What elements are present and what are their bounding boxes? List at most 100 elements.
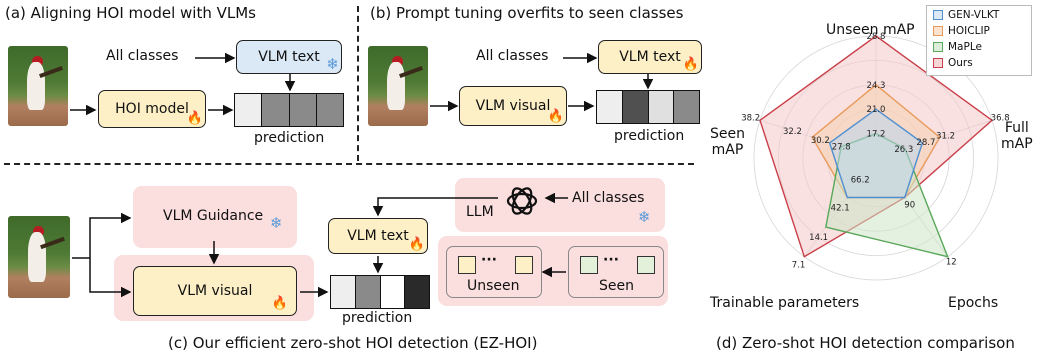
legend-label: Ours [948,56,973,69]
axis-label-seen-line1: Seen [710,126,745,142]
unseen-dots: ··· [481,252,497,268]
seen-label: Seen [599,278,634,294]
panel-a-title: (a) Aligning HOI model with VLMs [5,4,256,22]
series-polygon-gen-vlkt [828,108,924,199]
legend-label: HOICLIP [948,24,990,37]
snowflake-icon: ❄ [326,55,339,73]
snowflake-icon: ❄ [638,208,651,226]
legend-swatch [933,41,943,52]
vertical-divider [357,6,359,161]
legend-swatch [933,25,943,36]
openai-logo-icon [506,187,538,215]
vlm-text-box-c: VLM text 🔥 [328,218,428,254]
legend-swatch [933,9,943,20]
horizontal-divider [4,163,694,165]
axis-label-unseen: Unseen mAP [826,22,915,38]
flame-icon: 🔥 [547,109,564,124]
prediction-label-a: prediction [254,130,325,146]
baseball-photo-b [368,46,428,126]
tick-label: 14.1 [809,233,828,243]
flame-icon: 🔥 [408,237,425,252]
tick-label: 36.8 [991,114,1010,124]
seen-group: ··· Seen [568,246,664,298]
pred-cell [289,94,317,126]
axis-label-full-line2: mAP [1001,136,1033,152]
snowflake-icon: ❄ [270,214,283,232]
tick-label: 24.3 [867,81,886,91]
pred-cell [622,91,649,123]
unseen-label: Unseen [467,278,520,294]
tick-label: 28.7 [916,138,935,148]
llm-label: LLM [466,204,494,220]
vlm-visual-label-c: VLM visual [177,283,253,299]
panel-b-arrows [430,52,654,112]
vlm-visual-box-c: VLM visual 🔥 [133,266,297,316]
axis-label-seen-line2: mAP [711,142,744,158]
pred-cell [316,94,343,126]
axis-label-full: Full mAP [1001,120,1033,152]
tick-label: 32.2 [783,127,802,137]
tick-label: 26.3 [894,145,913,155]
vlm-guidance-label: VLM Guidance [163,208,264,224]
prediction-bar-a [234,93,344,127]
pred-cell [235,94,263,126]
flame-icon: 🔥 [186,111,203,126]
legend-item: Ours [933,55,1031,70]
unseen-square [515,256,533,274]
seen-dots: ··· [603,252,619,268]
tick-label: 31.2 [936,131,955,141]
tick-label: 28.8 [867,32,886,42]
pred-cell [331,276,356,308]
tick-label: 27.8 [832,143,851,153]
vlm-text-label-b: VLM text [619,49,681,65]
vlm-visual-label-b: VLM visual [475,98,551,114]
seen-square [637,256,655,274]
unseen-square [458,256,476,274]
prediction-label-c: prediction [342,310,413,326]
vlm-text-label-c: VLM text [347,228,409,244]
panel-d-title: (d) Zero-shot HOI detection comparison [716,334,1015,352]
hoi-model-box: HOI model 🔥 [98,90,206,128]
tick-label: 38.2 [741,113,760,123]
hoi-model-label: HOI model [115,101,189,117]
vlm-text-box-a: VLM text ❄ [236,40,342,74]
all-classes-label-a: All classes [106,48,179,64]
all-classes-label-c: All classes [572,190,645,206]
axis-label-params: Trainable parameters [710,295,860,311]
legend-item: MaPLe [933,39,1031,54]
flame-icon: 🔥 [682,57,699,72]
panel-b-title: (b) Prompt tuning overfits to seen class… [370,4,684,22]
pred-cell [674,91,699,123]
guidance-panel [133,186,297,248]
flame-icon: 🔥 [271,296,288,311]
tick-label: 66.2 [851,176,870,186]
baseball-photo-c [8,216,70,298]
vlm-text-box-b: VLM text 🔥 [598,40,702,74]
pred-cell [380,276,406,308]
axis-label-seen: Seen mAP [710,126,745,158]
vlm-text-label-a: VLM text [258,49,320,65]
tick-label: 21.0 [867,105,886,115]
baseball-photo-a [8,46,68,126]
pred-cell [262,94,290,126]
panel-a-arrows [70,52,296,116]
pred-cell [648,91,675,123]
legend-label: MaPLe [948,40,982,53]
tick-label: 42.1 [831,203,850,213]
seen-square [580,256,598,274]
tick-label: 90 [904,200,915,210]
axis-label-epochs: Epochs [948,295,999,311]
pred-cell [355,276,381,308]
all-classes-label-b: All classes [476,48,549,64]
tick-label: 12 [946,258,957,268]
legend-item: GEN-VLKT [933,7,1031,22]
unseen-group: ··· Unseen [446,246,542,298]
prediction-label-b: prediction [614,128,685,144]
legend-label: GEN-VLKT [948,8,1000,21]
llm-panel [455,178,665,232]
pred-cell [405,276,429,308]
classes-panel [438,236,668,306]
vlm-visual-box-b: VLM visual 🔥 [459,86,567,126]
panel-c-arrows [72,187,568,298]
radar-chart: 28.824.321.017.236.831.228.726.312907.11… [741,32,1010,281]
